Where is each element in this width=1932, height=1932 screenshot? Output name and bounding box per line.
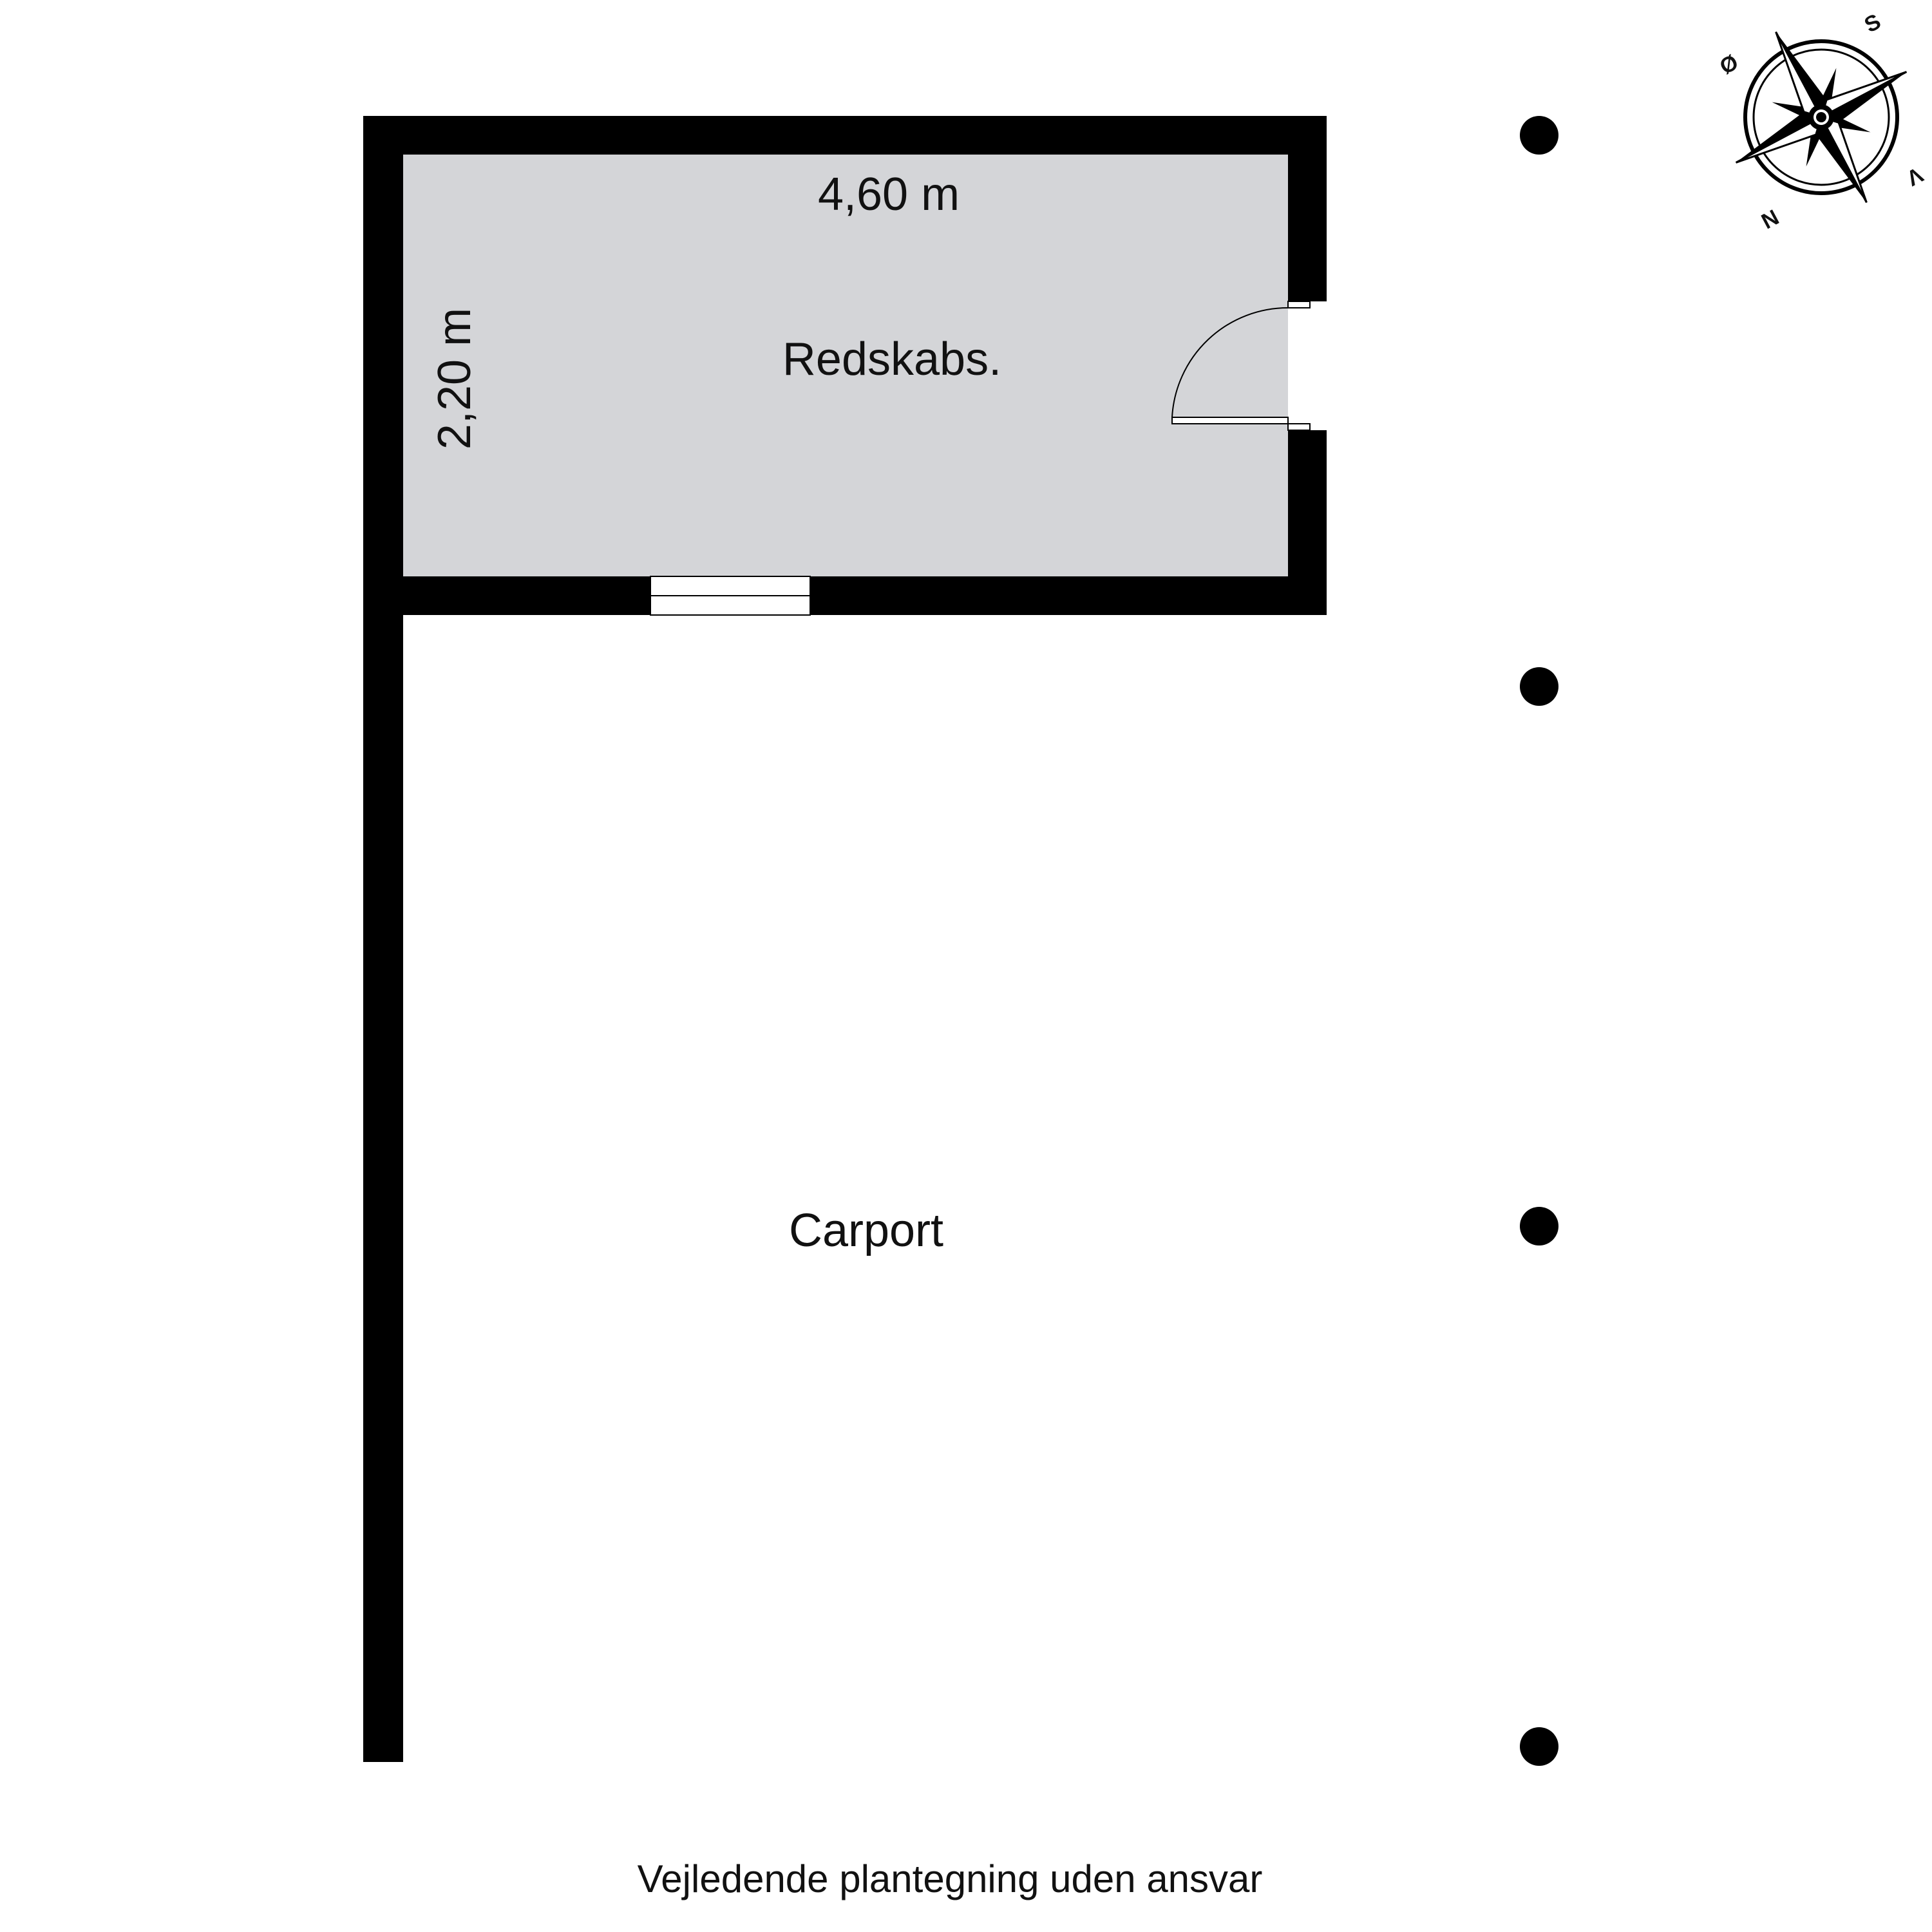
room-label-shed: Redskabs. — [782, 334, 1001, 385]
posts — [1520, 116, 1558, 1766]
compass-east-label: Ø — [1716, 50, 1742, 79]
door — [1171, 301, 1327, 431]
shed-depth-label: 2,20 m — [429, 308, 480, 450]
wall-top — [363, 116, 1327, 155]
post — [1520, 1207, 1558, 1245]
post — [1520, 116, 1558, 155]
disclaimer-text: Vejledende plantegning uden ansvar — [638, 1857, 1263, 1900]
shed-width-label: 4,60 m — [818, 169, 960, 220]
door-leaf — [1171, 417, 1289, 424]
door-swing-arc — [1171, 307, 1289, 418]
wall-right-upper — [1288, 116, 1327, 301]
shed-floor — [402, 155, 1288, 576]
wall-bottom-left — [363, 576, 650, 615]
compass-north-label: N — [1757, 204, 1783, 233]
walls — [363, 116, 1327, 1762]
room-label-carport: Carport — [789, 1205, 943, 1256]
compass-south-label: S — [1861, 9, 1885, 37]
compass-rose: S N Ø V — [1716, 9, 1927, 233]
compass-star-icon — [1735, 31, 1908, 204]
wall-left — [363, 116, 403, 1762]
wall-bottom-right — [810, 576, 1327, 615]
compass-west-label: V — [1902, 162, 1927, 191]
post — [1520, 1727, 1558, 1766]
window — [650, 576, 811, 616]
post — [1520, 667, 1558, 706]
